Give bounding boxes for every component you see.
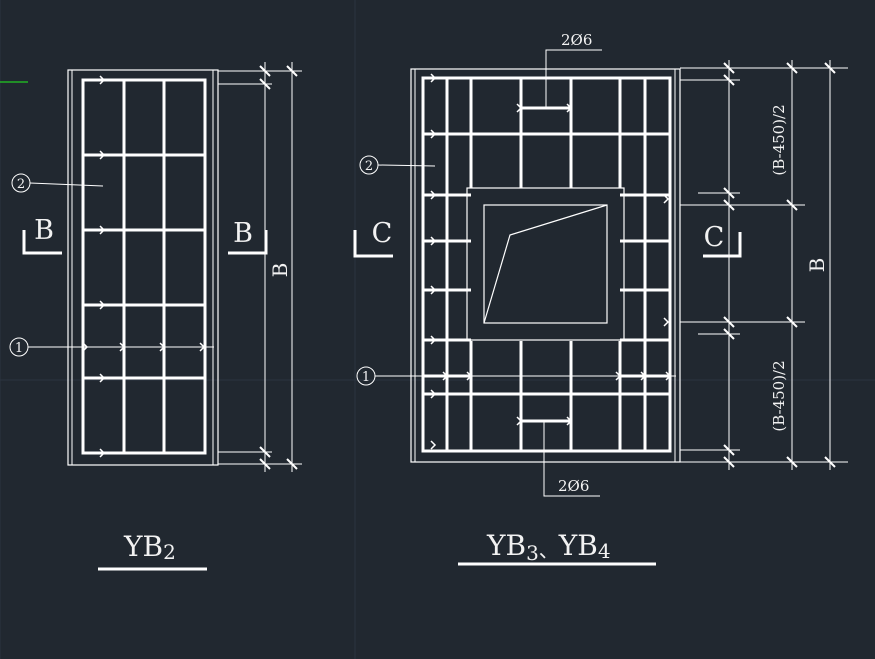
left-rebar-mesh <box>81 78 207 455</box>
left-title-main: YB <box>123 530 163 563</box>
left-rebar-ticks <box>99 75 106 458</box>
left-slab-outline <box>67 69 219 466</box>
rebar-top-label: 2Ø6 <box>561 31 592 49</box>
right-rebar-mesh <box>421 76 672 453</box>
right-section-label-right: C <box>704 222 725 253</box>
right-panel <box>353 49 848 566</box>
right-title-b-sub: 4 <box>598 539 611 563</box>
right-title-a-sub: 3 <box>526 541 539 565</box>
left-dimension-label: B <box>268 263 292 278</box>
left-section-label-left: B <box>34 215 54 246</box>
right-dimension-overall-label: B <box>805 258 829 273</box>
right-marker-2: 2 <box>365 159 373 174</box>
right-title-sep: 、 <box>539 538 559 562</box>
right-slab-outline <box>410 68 681 463</box>
right-section-label-left: C <box>372 218 393 249</box>
right-section-mark-right <box>703 232 742 258</box>
right-section-mark-left <box>353 230 393 258</box>
opening-break-line <box>483 204 608 324</box>
right-title-b: YB <box>558 529 598 562</box>
right-dimension-upper-label: (B-450)/2 <box>770 104 788 175</box>
left-panel <box>9 62 302 571</box>
left-marker-2: 2 <box>17 177 25 192</box>
left-dimension <box>218 62 302 472</box>
left-title: YB2 <box>123 530 176 564</box>
rebar-top-leader <box>545 49 602 108</box>
right-dimension <box>680 60 848 470</box>
right-dimension-lower-label: (B-450)/2 <box>770 360 788 431</box>
left-section-mark-left <box>22 230 62 255</box>
left-marker-1: 1 <box>15 341 23 356</box>
opening-inner <box>483 204 608 324</box>
left-title-sub: 2 <box>163 540 176 564</box>
rebar-bottom-leader <box>543 421 600 497</box>
left-section-label-right: B <box>233 218 253 249</box>
left-section-mark-right <box>228 230 268 255</box>
rebar-bottom-label: 2Ø6 <box>558 477 589 495</box>
right-title: YB3、YB4 <box>486 529 611 565</box>
right-title-a: YB <box>486 529 526 562</box>
right-marker-1: 1 <box>362 370 370 385</box>
opening-outer <box>466 187 625 341</box>
